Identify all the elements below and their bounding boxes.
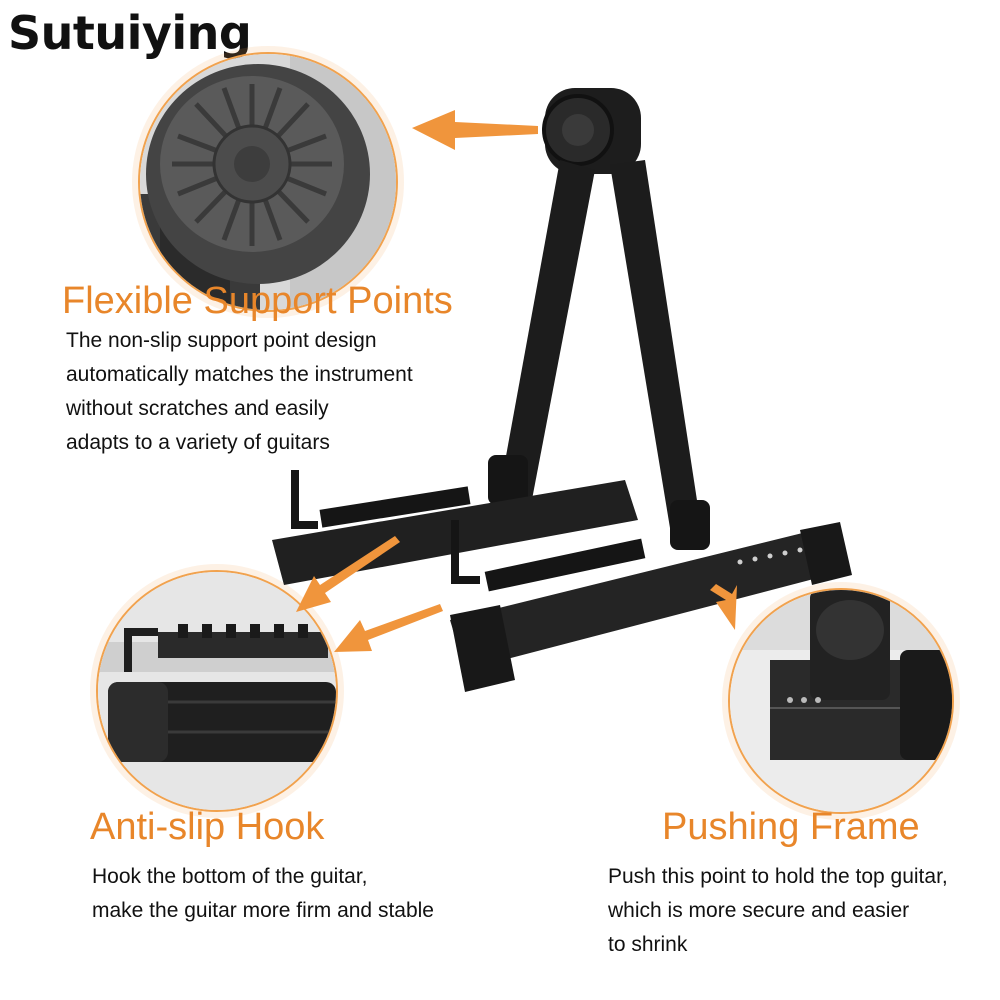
desc-line: Push this point to hold the top guitar, [608, 865, 948, 888]
feature-desc-anti-slip-hook: Hook the bottom of the guitar, make the … [92, 860, 434, 928]
desc-line: adapts to a variety of guitars [66, 431, 330, 454]
feature-desc-pushing-frame: Push this point to hold the top guitar, … [608, 860, 948, 962]
desc-line: Hook the bottom of the guitar, [92, 865, 368, 888]
desc-line: to shrink [608, 933, 688, 956]
feature-title-pushing-frame: Pushing Frame [662, 806, 920, 848]
feature-title-flexible-support: Flexible Support Points [62, 280, 453, 322]
desc-line: without scratches and easily [66, 397, 329, 420]
feature-title-anti-slip-hook: Anti-slip Hook [90, 806, 325, 848]
pushing-frame-detail-image [728, 588, 954, 814]
desc-line: which is more secure and easier [608, 899, 910, 922]
brand-logo: Sutuiying [8, 6, 252, 60]
desc-line: make the guitar more firm and stable [92, 899, 434, 922]
feature-desc-flexible-support: The non-slip support point design automa… [66, 324, 413, 460]
desc-line: automatically matches the instrument [66, 363, 413, 386]
desc-line: The non-slip support point design [66, 329, 377, 352]
